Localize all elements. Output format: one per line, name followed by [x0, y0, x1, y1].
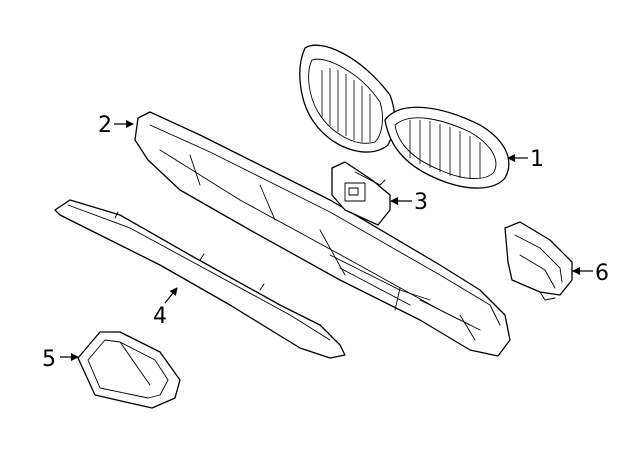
part-6-air-duct[interactable] [504, 221, 573, 301]
callout-5: 5 [42, 347, 56, 372]
callout-3: 3 [414, 190, 428, 215]
callout-labels: 1 2 3 4 5 6 [42, 113, 609, 372]
part-3-sensor-bracket[interactable] [331, 161, 391, 226]
part-4-trim-strip[interactable] [54, 199, 346, 359]
leader-4 [164, 287, 178, 304]
grille-slats-right [409, 120, 481, 179]
leader-lines [60, 120, 593, 361]
grille-slats-left [321, 68, 371, 142]
callout-1: 1 [530, 147, 544, 172]
callout-2: 2 [98, 113, 112, 138]
callout-6: 6 [595, 261, 609, 286]
part-1-kidney-grille[interactable] [299, 44, 510, 189]
callout-4: 4 [153, 304, 167, 329]
part-2-lower-grille[interactable] [134, 111, 511, 357]
part-5-fog-lamp-cover[interactable] [77, 331, 181, 409]
